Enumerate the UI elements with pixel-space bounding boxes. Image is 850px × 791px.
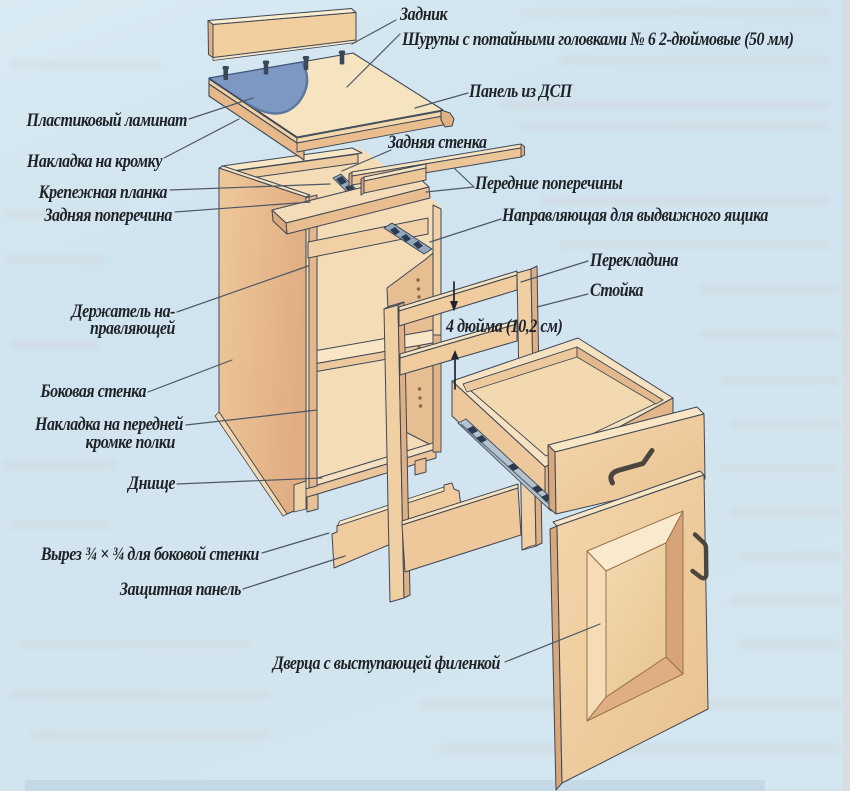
svg-text:Накладка на передней: Накладка на передней [34,413,184,435]
svg-text:кромке полки: кромке полки [86,431,176,453]
svg-text:Дверца с выступающей филенкой: Дверца с выступающей филенкой [271,652,501,674]
svg-text:Передние поперечины: Передние поперечины [474,172,623,194]
svg-text:Шурупы с потайными головками №: Шурупы с потайными головками № 6 2-дюймо… [401,28,793,50]
svg-text:правляющей: правляющей [90,317,176,339]
svg-text:Стойка: Стойка [590,279,644,301]
svg-text:Защитная панель: Защитная панель [119,578,241,600]
svg-text:Вырез ¾ × ¾ для боковой стенки: Вырез ¾ × ¾ для боковой стенки [40,543,260,565]
svg-text:Днище: Днище [126,472,175,494]
svg-text:Задняя поперечина: Задняя поперечина [43,204,172,226]
svg-text:Направляющая для выдвижного ящ: Направляющая для выдвижного ящика [501,204,769,226]
svg-text:Накладка на кромку: Накладка на кромку [26,150,163,172]
svg-text:Задник: Задник [399,3,449,25]
svg-text:Держатель на-: Держатель на- [70,300,176,322]
svg-text:Панель из ДСП: Панель из ДСП [468,80,573,102]
svg-text:Перекладина: Перекладина [589,249,679,271]
svg-text:Задняя стенка: Задняя стенка [387,131,487,153]
svg-text:4 дюйма (10,2 см): 4 дюйма (10,2 см) [445,315,562,337]
svg-text:Крепежная планка: Крепежная планка [38,181,168,203]
svg-text:Боковая стенка: Боковая стенка [39,380,146,402]
svg-text:Пластиковый ламинат: Пластиковый ламинат [26,109,187,131]
